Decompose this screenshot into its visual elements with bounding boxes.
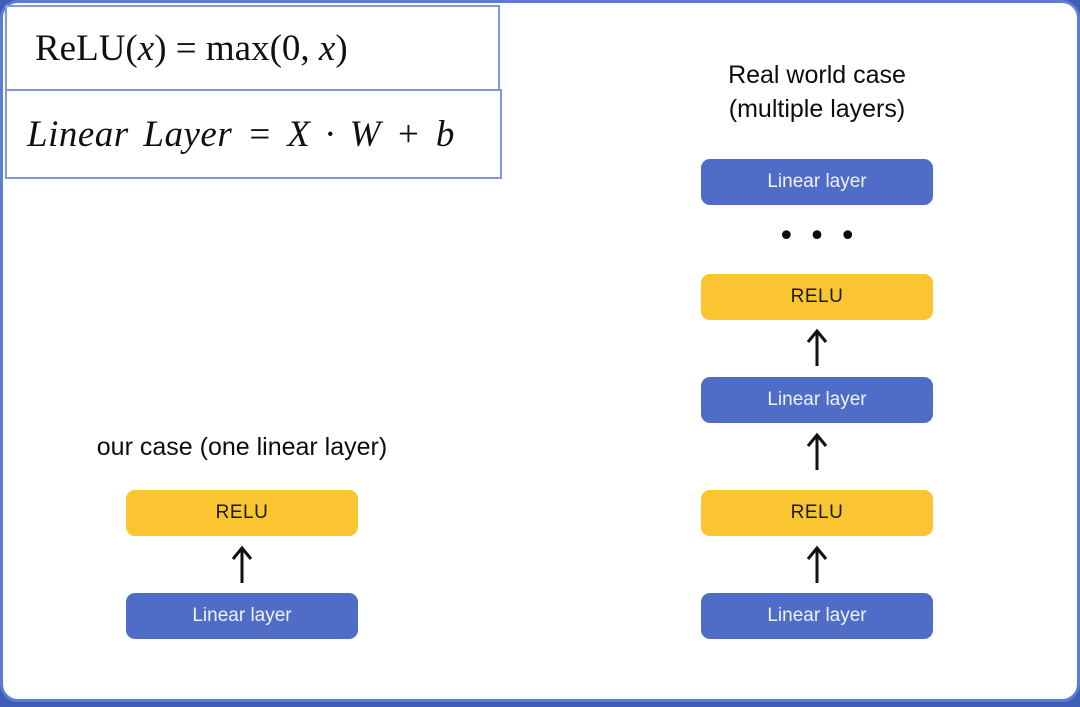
node-label: RELU bbox=[790, 502, 844, 523]
ellipsis-dots: ••• bbox=[777, 218, 870, 254]
node-label: Linear layer bbox=[767, 605, 867, 626]
relu-formula-text: ReLU(x) = max(0, x) bbox=[35, 27, 348, 69]
up-arrow-icon bbox=[806, 432, 828, 470]
left-diagram-title: our case (one linear layer) bbox=[96, 433, 388, 461]
node-linear-layer-middle: Linear layer bbox=[701, 377, 933, 423]
node-label: Linear layer bbox=[192, 605, 292, 626]
right-title-line1: Real world case bbox=[728, 61, 906, 89]
node-label: Linear layer bbox=[767, 171, 867, 192]
node-linear-layer-left: Linear layer bbox=[126, 593, 358, 639]
node-relu-left: RELU bbox=[126, 490, 358, 536]
node-label: RELU bbox=[215, 502, 269, 523]
right-diagram-title: Real world case (multiple layers) bbox=[701, 58, 933, 126]
node-relu-lower: RELU bbox=[701, 490, 933, 536]
linear-formula-text: Linear Layer = X · W + b bbox=[27, 113, 455, 155]
up-arrow-icon bbox=[231, 545, 253, 583]
node-label: Linear layer bbox=[767, 389, 867, 410]
node-label: RELU bbox=[790, 286, 844, 307]
right-title-line2: (multiple layers) bbox=[728, 95, 906, 123]
linear-layer-formula: Linear Layer = X · W + b bbox=[5, 89, 502, 179]
up-arrow-icon bbox=[806, 328, 828, 366]
relu-formula: ReLU(x) = max(0, x) bbox=[5, 5, 500, 91]
node-linear-layer-top: Linear layer bbox=[701, 159, 933, 205]
node-relu-upper: RELU bbox=[701, 274, 933, 320]
node-linear-layer-bottom: Linear layer bbox=[701, 593, 933, 639]
up-arrow-icon bbox=[806, 545, 828, 583]
